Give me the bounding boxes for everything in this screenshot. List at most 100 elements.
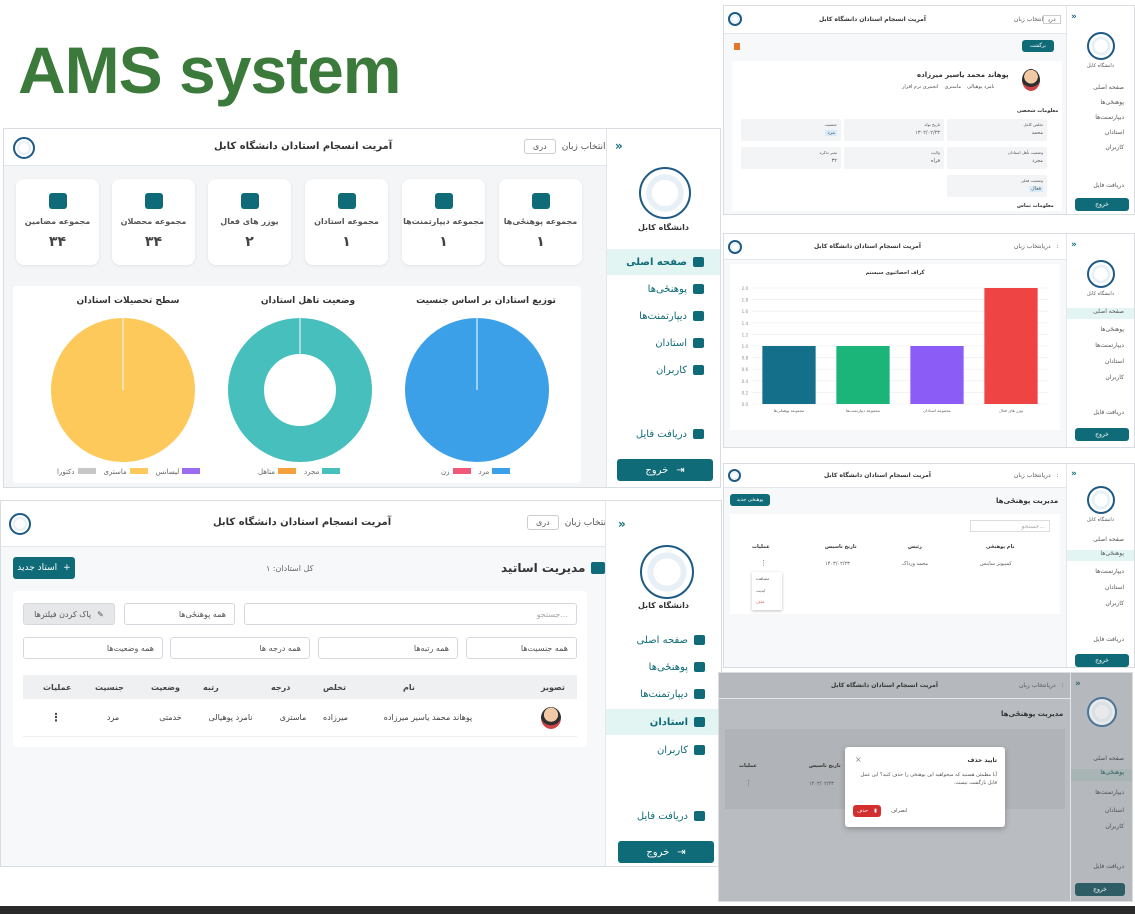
collapse-chevron-icon[interactable]: » xyxy=(618,517,626,531)
field-marital: وضعیت تأهل استادان مجرد xyxy=(947,147,1047,169)
nav-faculties[interactable]: پوهنځی‌ها xyxy=(1071,769,1132,781)
nav-teachers-label: استادان xyxy=(649,716,688,728)
menu-delete[interactable]: حذف xyxy=(756,599,765,604)
nav-receive-file-label: دریافت فایل xyxy=(635,428,687,440)
logout-button[interactable]: خروج xyxy=(1075,198,1129,211)
language-select[interactable]: دری xyxy=(1043,243,1051,250)
nav-teachers[interactable]: استادان xyxy=(1104,358,1124,365)
logout-button[interactable]: خروج⇥ xyxy=(617,459,713,481)
clear-filters-button[interactable]: پاک کردن فیلترها✎ xyxy=(23,603,115,625)
legend-item-female: زن xyxy=(441,468,471,476)
language-select[interactable]: دری xyxy=(1048,682,1056,689)
language-label[interactable]: دریانتخاب زبان : xyxy=(1014,472,1059,479)
modal-delete-button[interactable]: حذف▮ xyxy=(853,805,881,817)
nav-teachers[interactable]: استادان xyxy=(1104,584,1124,591)
status-filter-select[interactable]: همه وضعیت‌ها xyxy=(23,637,163,659)
degree-filter-select[interactable]: همه درجه ها xyxy=(170,637,310,659)
modal-cancel-button[interactable]: انصراف xyxy=(891,808,908,814)
nav-home[interactable]: صفحه اصلی xyxy=(1093,84,1124,91)
pdf-icon[interactable] xyxy=(734,43,740,50)
logout-button[interactable]: خروج xyxy=(1075,883,1125,896)
field-current-status-value: فعال xyxy=(1029,186,1043,192)
nav-faculties[interactable]: پوهنځی‌ها xyxy=(1100,99,1124,106)
menu-edit[interactable]: ایدیت xyxy=(756,588,766,593)
nav-users[interactable]: کاربران xyxy=(1105,144,1124,151)
nav-faculties[interactable]: پوهنځی‌ها xyxy=(1100,326,1124,333)
nav-departments[interactable]: دیپارتمنت‌ها xyxy=(607,303,720,329)
new-faculty-button[interactable]: پوهنځی جدید xyxy=(730,494,770,506)
nav-receive-file[interactable]: دریافت فایل xyxy=(1093,409,1124,416)
nav-departments[interactable]: دیپارتمنت‌ها xyxy=(1095,789,1124,796)
app-title: آمریت انسجام استادان دانشگاه کابل xyxy=(814,243,921,250)
nav-users[interactable]: کاربران xyxy=(1105,374,1124,381)
nav-teachers[interactable]: استادان xyxy=(1104,807,1124,814)
search-input[interactable]: جستجو... xyxy=(244,603,577,625)
nav-home[interactable]: صفحه اصلی xyxy=(1093,536,1124,543)
nav-receive-file[interactable]: دریافت فایل xyxy=(607,421,720,447)
nav-receive-file[interactable]: دریافت فایل xyxy=(606,803,721,829)
nav-receive-file[interactable]: دریافت فایل xyxy=(1093,182,1124,189)
collapse-chevron-icon[interactable]: » xyxy=(1071,469,1077,479)
faculty-row-actions-icon[interactable]: ⋮ xyxy=(760,559,767,567)
nav-home[interactable]: صفحه اصلی xyxy=(606,627,721,653)
nav-departments[interactable]: دیپارتمنت‌ها xyxy=(1095,114,1124,121)
nav-faculties[interactable]: پوهنځی‌ها xyxy=(606,654,721,680)
nav-teachers[interactable]: استادان xyxy=(607,330,720,356)
language-selector[interactable]: دری انتخاب زبان : xyxy=(527,515,614,530)
bar xyxy=(836,346,890,404)
collapse-chevron-icon[interactable]: » xyxy=(1071,240,1077,250)
collapse-chevron-icon[interactable]: » xyxy=(1075,679,1081,689)
nav-users[interactable]: کاربران xyxy=(606,737,721,763)
language-label-text: انتخاب زبان : xyxy=(1019,682,1064,689)
nav-home[interactable]: صفحه اصلی xyxy=(1067,308,1134,319)
y-tick-label: 1.8 xyxy=(742,298,749,303)
language-label[interactable]: دریانتخاب زبان : xyxy=(1014,243,1059,250)
language-label[interactable]: دریانتخاب زبان : xyxy=(1014,15,1069,24)
modal-close-icon[interactable]: × xyxy=(855,755,862,764)
menu-view[interactable]: مشاهده xyxy=(756,576,770,581)
logout-label: خروج xyxy=(1095,657,1109,664)
collapse-chevron-icon[interactable]: » xyxy=(615,139,623,153)
faculty-search-input[interactable]: جستجو... xyxy=(970,520,1050,532)
bottom-strip xyxy=(0,906,1135,914)
rank-filter-select[interactable]: همه رتبه‌ها xyxy=(318,637,458,659)
nav-departments[interactable]: دیپارتمنت‌ها xyxy=(1095,342,1124,349)
language-select[interactable]: دری xyxy=(1043,472,1051,479)
language-label[interactable]: دریانتخاب زبان : xyxy=(1019,682,1064,689)
nav-users[interactable]: کاربران xyxy=(1105,823,1124,830)
university-logo xyxy=(639,167,691,219)
nav-receive-file[interactable]: دریافت فایل xyxy=(1093,863,1124,870)
nav-users[interactable]: کاربران xyxy=(607,357,720,383)
nav-teachers[interactable]: استادان xyxy=(606,709,721,735)
new-teacher-button[interactable]: استاد جدید+ xyxy=(13,557,75,579)
legend-bachelor-swatch xyxy=(182,468,201,474)
nav-departments[interactable]: دیپارتمنت‌ها xyxy=(1095,568,1124,575)
nav-teachers[interactable]: استادان xyxy=(1104,129,1124,136)
stat-value: ۲ xyxy=(245,234,254,250)
nav-departments[interactable]: دیپارتمنت‌ها xyxy=(606,681,721,707)
nav-home[interactable]: صفحه اصلی xyxy=(607,249,720,275)
nav-users[interactable]: کاربران xyxy=(1105,600,1124,607)
nav-home[interactable]: صفحه اصلی xyxy=(1093,755,1124,762)
nav-home-label: صفحه اصلی xyxy=(626,256,687,268)
collapse-chevron-icon[interactable]: » xyxy=(1071,12,1077,22)
nav-faculties[interactable]: پوهنځی‌ها xyxy=(607,276,720,302)
language-select[interactable]: دری xyxy=(1043,15,1061,24)
back-button[interactable]: برگشت xyxy=(1022,40,1054,52)
logout-button[interactable]: خروج xyxy=(1075,428,1129,441)
row-actions-menu-icon[interactable]: ⋮ xyxy=(50,711,62,724)
field-birth-date-label: تاریخ تولد xyxy=(924,122,940,127)
logout-label: خروج xyxy=(1095,201,1109,208)
nav-receive-file[interactable]: دریافت فایل xyxy=(1093,636,1124,643)
table-row[interactable]: پوهاند محمد یاسیر میرزاده میرزاده ماستری… xyxy=(23,699,577,737)
faculty-filter-select[interactable]: همه پوهنځی‌ها xyxy=(124,603,235,625)
language-select[interactable]: دری xyxy=(524,139,556,154)
language-select[interactable]: دری xyxy=(527,515,559,530)
logout-button[interactable]: خروج xyxy=(1075,654,1129,667)
col-faculty-name: نام پوهنځی xyxy=(986,544,1015,550)
logout-button[interactable]: خروج⇥ xyxy=(618,841,714,863)
language-selector[interactable]: دری انتخاب زبان : xyxy=(524,139,611,154)
gender-filter-select[interactable]: همه جنسیت‌ها xyxy=(466,637,577,659)
nav-faculties[interactable]: پوهنځی‌ها xyxy=(1067,550,1134,561)
university-logo-small xyxy=(728,12,742,26)
